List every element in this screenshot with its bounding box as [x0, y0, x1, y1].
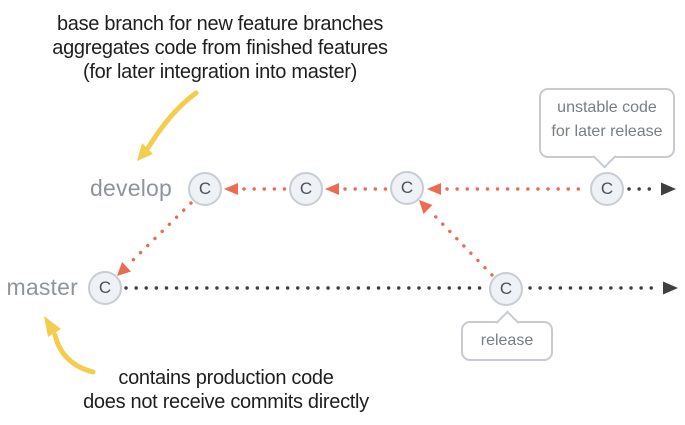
commit-node: C: [390, 171, 424, 205]
develop-branch-line: [224, 182, 676, 196]
commit-node: C: [289, 172, 323, 206]
branch-from-master-arrow: [117, 201, 193, 276]
develop-note-arrow: [137, 90, 199, 161]
master-note-arrow: [44, 316, 96, 375]
commit-parent-arrow-icon: [224, 183, 238, 195]
master-branch-label: master: [6, 274, 78, 300]
commit-node: C: [88, 271, 122, 305]
develop-annotation-line-2: aggregates code from finished features: [52, 37, 388, 59]
release-callout-label: release: [480, 332, 534, 349]
develop-annotation-line-3: (for later integration into master): [82, 61, 358, 83]
timeline-arrow-icon: [663, 281, 678, 295]
commit-node: C: [590, 172, 624, 206]
master-branch-line: [124, 281, 678, 295]
develop-annotation: base branch for new feature branches agg…: [15, 12, 425, 84]
master-annotation: contains production code does not receiv…: [26, 366, 426, 414]
unstable-callout-line-1: unstable code: [557, 99, 657, 116]
hand-drawn-arrow-shaft: [52, 332, 96, 375]
release-merge-arrow: [419, 200, 494, 277]
commit-parent-arrow-icon: [427, 183, 441, 195]
release-callout: release: [461, 310, 553, 361]
unstable-code-callout: unstable code for later release: [539, 88, 675, 169]
unstable-callout-line-2: for later release: [551, 123, 663, 140]
master-annotation-line-1: contains production code: [118, 367, 334, 389]
commit-parent-arrow-icon: [325, 183, 339, 195]
master-annotation-line-2: does not receive commits directly: [83, 391, 369, 413]
commit-node: C: [188, 172, 222, 206]
commit-node: C: [489, 272, 523, 306]
commit-parent-arrow-icon: [117, 262, 131, 276]
develop-branch-label: develop: [90, 175, 172, 201]
commit-parent-arrow-icon: [419, 200, 433, 214]
branch-diagonal-dots: [128, 201, 193, 265]
merge-diagonal-dots: [429, 210, 494, 277]
develop-annotation-line-1: base branch for new feature branches: [56, 13, 384, 35]
hand-drawn-arrowhead-icon: [44, 316, 61, 337]
hand-drawn-arrow-shaft: [145, 90, 199, 151]
timeline-arrow-icon: [661, 182, 676, 196]
hand-drawn-arrowhead-icon: [137, 143, 153, 161]
